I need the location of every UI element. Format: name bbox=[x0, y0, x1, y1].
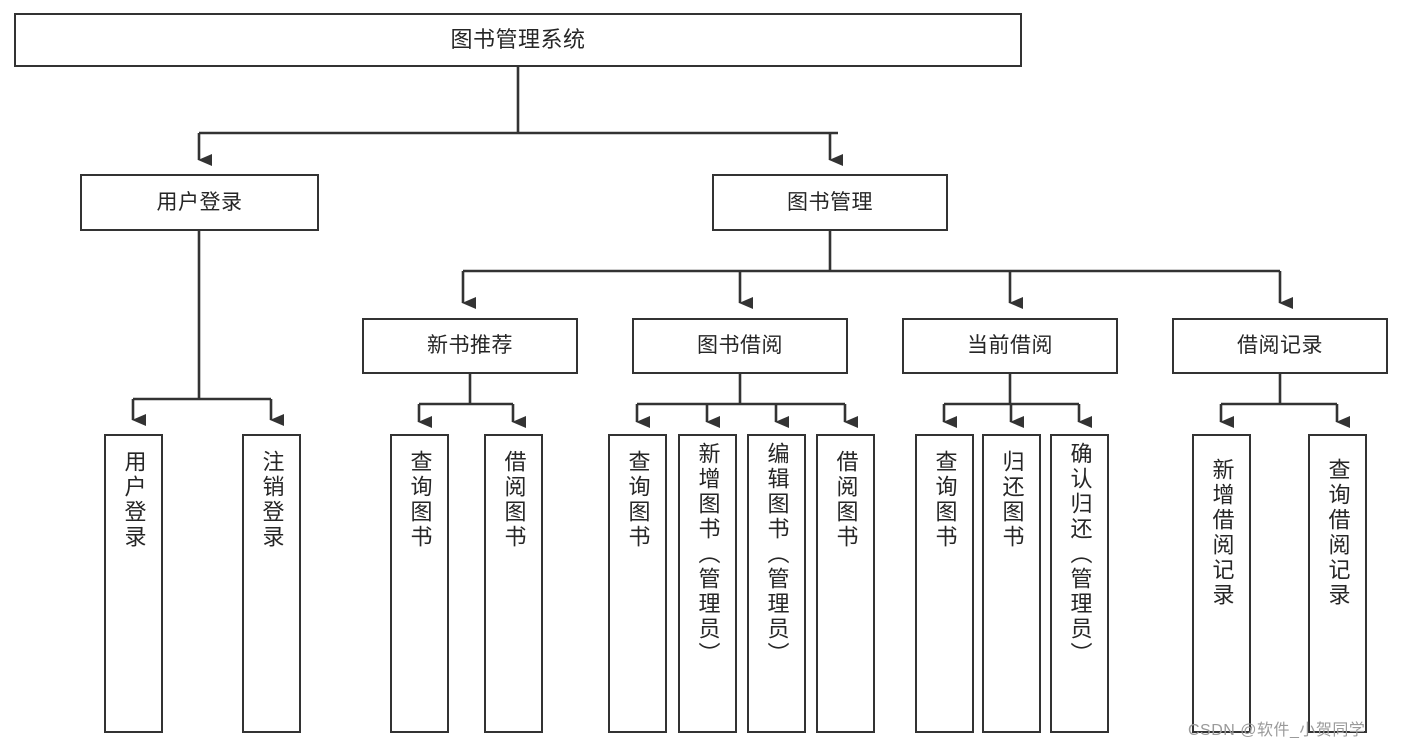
node-leaf-query-book-1[interactable]: 查询图书 bbox=[390, 434, 449, 733]
node-leaf-confirm-return[interactable]: 确认归还（管理员） bbox=[1050, 434, 1109, 733]
node-leaf-return-book[interactable]: 归还图书 bbox=[982, 434, 1041, 733]
csdn-watermark: CSDN @软件_小贺同学 bbox=[1188, 722, 1366, 739]
node-leaf-add-book[interactable]: 新增图书（管理员） bbox=[678, 434, 737, 733]
node-book-borrow[interactable]: 图书借阅 bbox=[632, 318, 848, 374]
node-leaf-query-record[interactable]: 查询借阅记录 bbox=[1308, 434, 1367, 733]
node-new-book-recommend-label: 新书推荐 bbox=[427, 334, 513, 358]
node-leaf-return-book-label: 归还图书 bbox=[999, 450, 1025, 550]
node-leaf-borrow-book-1[interactable]: 借阅图书 bbox=[484, 434, 543, 733]
node-leaf-query-book-2-label: 查询图书 bbox=[625, 450, 651, 550]
node-book-manage[interactable]: 图书管理 bbox=[712, 174, 948, 231]
node-borrow-record-label: 借阅记录 bbox=[1237, 334, 1323, 358]
node-new-book-recommend[interactable]: 新书推荐 bbox=[362, 318, 578, 374]
node-user-login-label: 用户登录 bbox=[156, 190, 243, 214]
node-leaf-query-record-label: 查询借阅记录 bbox=[1325, 458, 1351, 608]
node-leaf-query-book-3[interactable]: 查询图书 bbox=[915, 434, 974, 733]
node-leaf-user-login-label: 用户登录 bbox=[121, 450, 147, 550]
node-leaf-borrow-book-1-label: 借阅图书 bbox=[501, 450, 527, 550]
node-leaf-query-book-2[interactable]: 查询图书 bbox=[608, 434, 667, 733]
node-leaf-logout[interactable]: 注销登录 bbox=[242, 434, 301, 733]
node-leaf-edit-book-label: 编辑图书（管理员） bbox=[764, 442, 790, 667]
node-user-login[interactable]: 用户登录 bbox=[80, 174, 319, 231]
node-leaf-add-record-label: 新增借阅记录 bbox=[1209, 458, 1235, 608]
node-book-borrow-label: 图书借阅 bbox=[697, 334, 783, 358]
node-current-borrow-label: 当前借阅 bbox=[967, 334, 1053, 358]
node-leaf-query-book-3-label: 查询图书 bbox=[932, 450, 958, 550]
node-leaf-borrow-book-2[interactable]: 借阅图书 bbox=[816, 434, 875, 733]
node-leaf-borrow-book-2-label: 借阅图书 bbox=[833, 450, 859, 550]
node-leaf-logout-label: 注销登录 bbox=[259, 450, 285, 550]
node-leaf-add-book-label: 新增图书（管理员） bbox=[695, 442, 721, 667]
node-root[interactable]: 图书管理系统 bbox=[14, 13, 1022, 67]
node-leaf-add-record[interactable]: 新增借阅记录 bbox=[1192, 434, 1251, 733]
node-leaf-confirm-return-label: 确认归还（管理员） bbox=[1067, 442, 1093, 667]
node-current-borrow[interactable]: 当前借阅 bbox=[902, 318, 1118, 374]
node-root-label: 图书管理系统 bbox=[450, 26, 586, 52]
node-leaf-query-book-1-label: 查询图书 bbox=[407, 450, 433, 550]
node-leaf-edit-book[interactable]: 编辑图书（管理员） bbox=[747, 434, 806, 733]
node-leaf-user-login[interactable]: 用户登录 bbox=[104, 434, 163, 733]
node-borrow-record[interactable]: 借阅记录 bbox=[1172, 318, 1388, 374]
node-book-manage-label: 图书管理 bbox=[787, 190, 873, 214]
